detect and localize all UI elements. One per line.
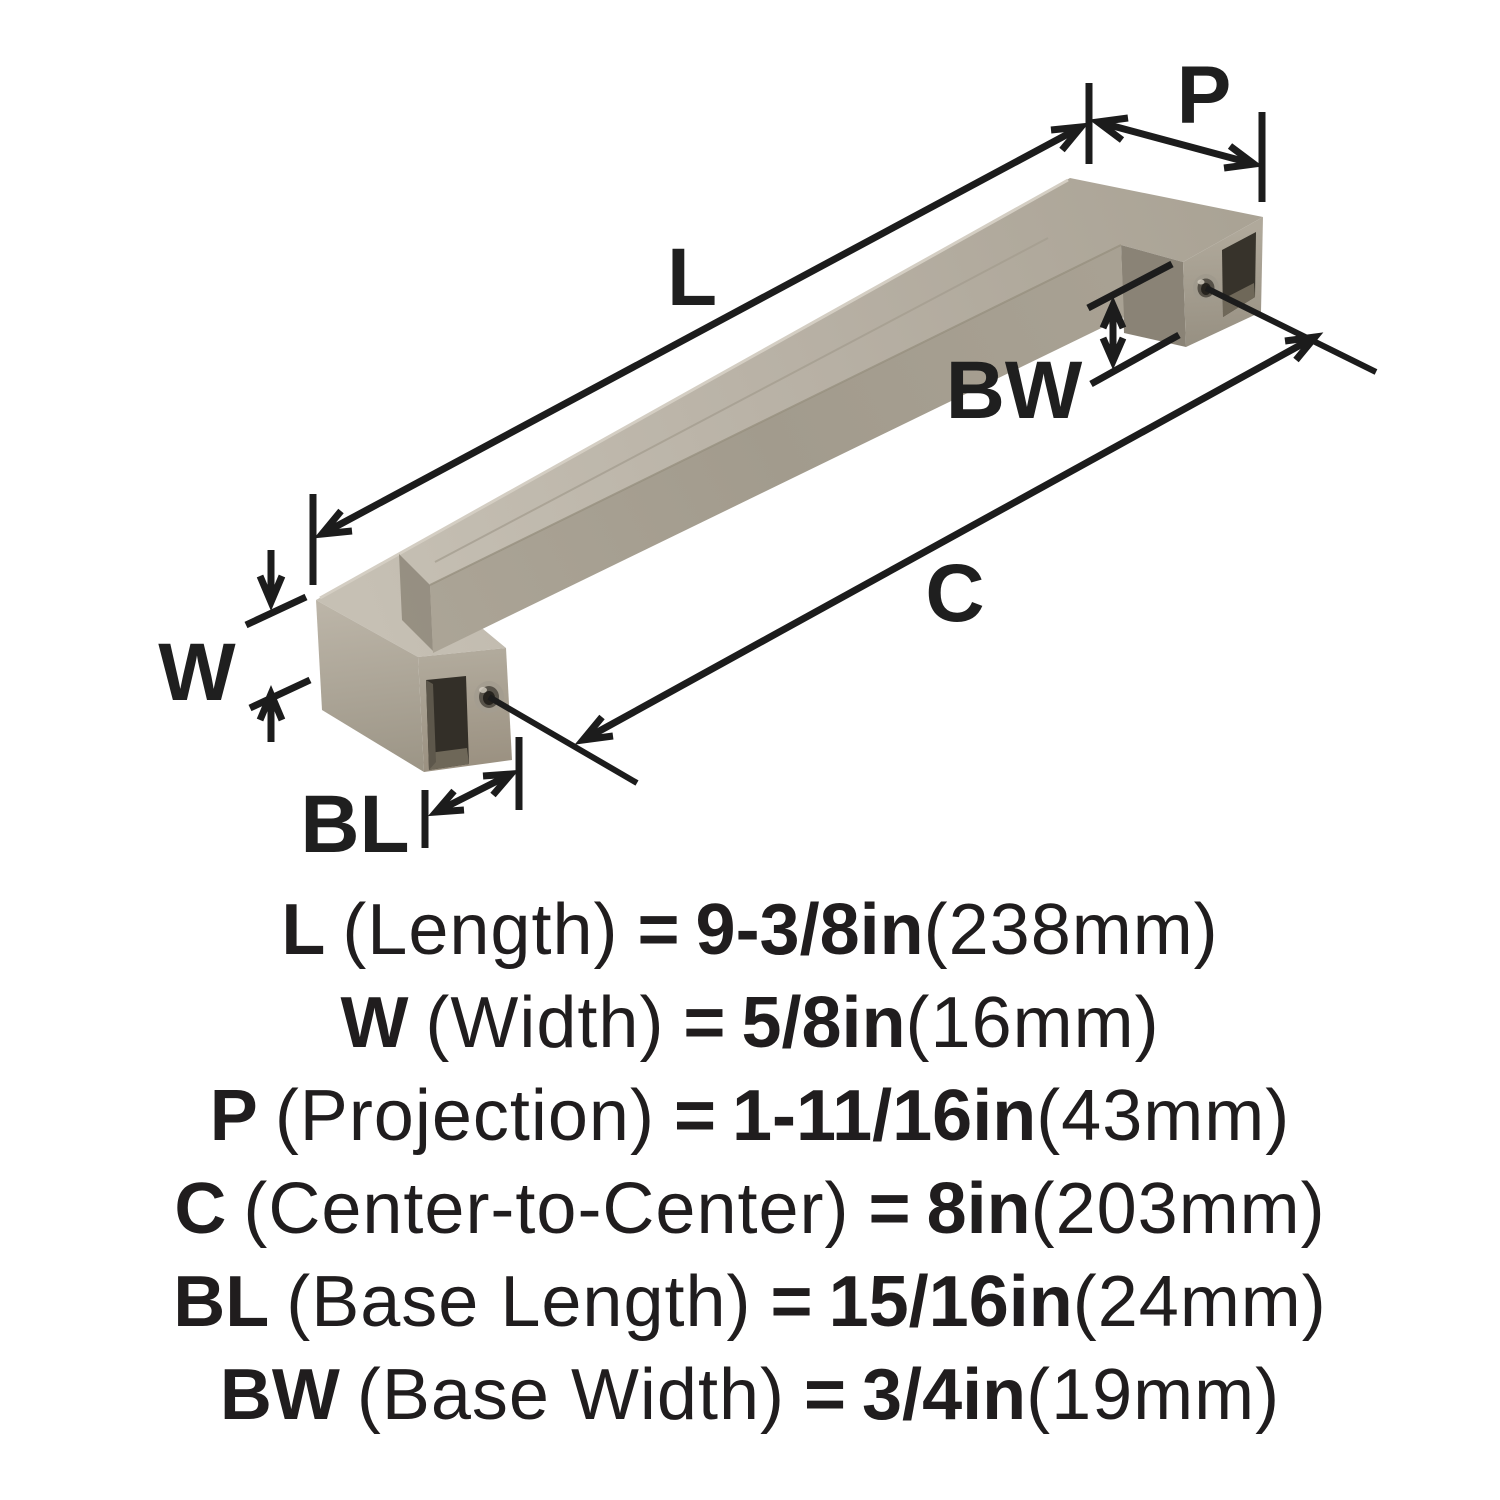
bl-dimension (421, 737, 523, 848)
c-leader-left (487, 694, 639, 786)
left-end-recess (426, 676, 469, 770)
l-arrowhead-left (313, 508, 353, 539)
left-post-front-face (316, 600, 424, 772)
spec-desc: (Base Length) (286, 1262, 752, 1342)
p-dimension (1089, 112, 1266, 202)
w-dimension (244, 550, 312, 742)
w-callout-label: W (158, 627, 236, 718)
spec-metric: (16mm) (905, 983, 1160, 1063)
spec-desc: (Length) (342, 890, 619, 970)
bl-arrowhead-left (427, 788, 465, 817)
spec-row-projection: P (Projection) = 1-11/16in (43mm) (210, 1070, 1290, 1163)
c-leader-right (1204, 285, 1378, 375)
l-dimension (309, 83, 1093, 585)
spec-value: 1-11/16in (731, 1076, 1037, 1156)
spec-value: 5/8in (741, 983, 906, 1063)
grip-front-face (430, 245, 1124, 653)
bw-callout-label: BW (946, 345, 1083, 436)
left-screw-glint (479, 687, 487, 693)
spec-metric: (238mm) (923, 890, 1219, 970)
bl-callout-label: BL (300, 779, 409, 870)
left-recess-lit-wall (429, 748, 469, 770)
c-arrowhead-left (574, 714, 614, 745)
spec-row-base-length: BL (Base Length) = 15/16in (24mm) (173, 1256, 1327, 1349)
p-callout-label: P (1177, 50, 1232, 141)
dimension-annotations (244, 83, 1378, 848)
spec-code: BW (219, 1355, 340, 1435)
right-screw-glint (1197, 279, 1205, 285)
bl-arrowhead-right (482, 769, 520, 798)
w-extension-tick-top (244, 593, 308, 629)
spec-desc: (Projection) (274, 1076, 655, 1156)
w-extension-tick-bottom (248, 676, 312, 712)
handle-top-edge-highlight (319, 178, 1069, 600)
l-arrowhead-right (1050, 122, 1090, 153)
spec-code: L (281, 890, 326, 970)
spec-desc: (Base Width) (356, 1355, 785, 1435)
l-callout-label: L (667, 232, 717, 323)
spec-value: 9-3/8in (695, 890, 924, 970)
spec-desc: (Center-to-Center) (243, 1169, 850, 1249)
spec-value: 3/4in (862, 1355, 1027, 1435)
handle-top-face-seam (434, 237, 1049, 563)
p-arrowhead-right (1223, 143, 1263, 172)
spec-equals: = (770, 1262, 813, 1342)
c-callout-label: C (925, 548, 984, 639)
spec-row-center-to-center: C (Center-to-Center) = 8in (203mm) (174, 1163, 1325, 1256)
right-recess-lit-wall (1223, 283, 1255, 317)
spec-metric: (24mm) (1072, 1262, 1327, 1342)
spec-equals: = (803, 1355, 847, 1435)
bl-dimension-line (434, 770, 513, 816)
l-dimension-line (320, 123, 1083, 538)
spec-row-width: W (Width) = 5/8in (16mm) (340, 977, 1159, 1070)
spec-code: BL (173, 1262, 270, 1342)
handle-dimension-diagram: L P BW C W BL (158, 50, 1378, 870)
p-dimension-line (1097, 118, 1255, 168)
right-post-inner-face (1121, 245, 1186, 347)
w-arrowhead-up (256, 685, 286, 722)
left-recess-side-wall (426, 680, 436, 770)
bw-arrowhead-down (1099, 336, 1127, 370)
c-dimension-line (581, 333, 1317, 744)
left-corner-shadow (399, 554, 433, 651)
c-dimension (487, 285, 1378, 786)
spec-value: 15/16in (828, 1262, 1073, 1342)
spec-metric: (43mm) (1036, 1076, 1291, 1156)
bw-extension-tick-bottom (1089, 331, 1181, 388)
spec-row-length: L (Length) = 9-3/8in (238mm) (281, 884, 1218, 977)
spec-equals: = (673, 1076, 716, 1156)
p-arrowhead-left (1089, 114, 1129, 143)
spec-desc: (Width) (425, 983, 665, 1063)
spec-row-base-width: BW (Base Width) = 3/4in (19mm) (220, 1349, 1280, 1442)
spec-equals: = (868, 1169, 911, 1249)
spec-equals: = (637, 890, 680, 970)
bw-arrowhead-up (1099, 296, 1127, 330)
spec-code: C (174, 1169, 227, 1249)
dimension-spec-list: L (Length) = 9-3/8in (238mm) W (Width) =… (0, 884, 1500, 1442)
spec-equals: = (683, 983, 726, 1063)
handle-illustration (316, 178, 1263, 772)
grip-crease-line (429, 244, 1122, 586)
w-arrowhead-down (256, 574, 286, 611)
spec-metric: (203mm) (1030, 1169, 1326, 1249)
c-arrowhead-right (1284, 332, 1324, 363)
spec-code: W (340, 983, 409, 1063)
spec-metric: (19mm) (1026, 1355, 1281, 1435)
bw-dimension (1086, 260, 1181, 388)
bw-extension-tick-top (1086, 260, 1174, 312)
spec-code: P (209, 1076, 258, 1156)
spec-value: 8in (926, 1169, 1031, 1249)
